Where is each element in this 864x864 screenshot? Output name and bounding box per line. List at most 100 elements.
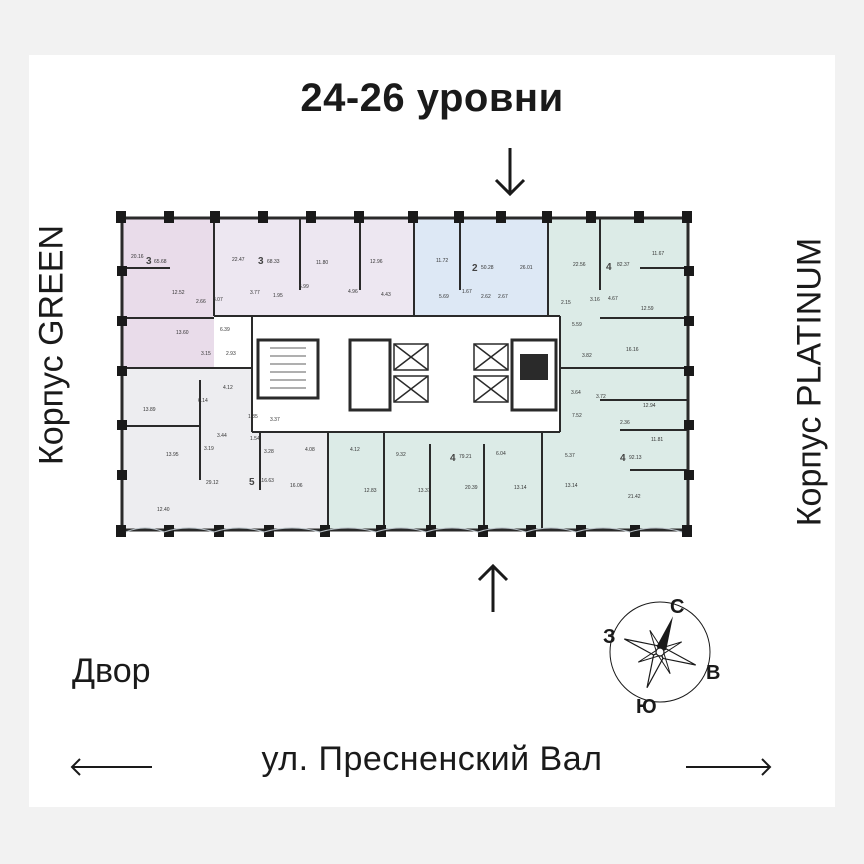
room-area: 4.67	[608, 296, 618, 302]
room-area: 1.95	[273, 293, 283, 299]
room-area: 5.37	[565, 453, 575, 459]
room-area: 13.60	[176, 330, 189, 336]
building-plan	[116, 211, 694, 537]
apt-rooms-a1: 3	[146, 256, 152, 267]
room-area: 11.67	[652, 251, 664, 257]
room-area: 4.12	[350, 447, 360, 453]
room-area: 4.12	[223, 385, 233, 391]
room-area: 13.14	[514, 485, 527, 491]
room-area: 6.39	[220, 327, 230, 333]
apt-area-a7: 92.13	[629, 455, 642, 461]
room-area: 2.93	[226, 351, 236, 357]
apt-area-a5: 116.63	[259, 478, 274, 484]
apartment-zone-a2	[214, 218, 414, 316]
elevator-shafts	[393, 343, 509, 403]
room-area: 1.67	[462, 289, 472, 295]
room-area: 13.95	[166, 452, 179, 458]
apartment-zone-a6	[328, 432, 542, 530]
bottom-arrow-icon	[477, 563, 509, 612]
apartment-zone-a1	[122, 218, 214, 368]
room-area: 12.96	[370, 259, 383, 265]
apt-area-a4: 82.37	[617, 262, 630, 268]
room-area: 4.43	[381, 292, 391, 298]
street-label: ул. Пресненский Вал	[261, 740, 603, 778]
room-area: 4.08	[305, 447, 315, 453]
room-area: 12.59	[641, 306, 654, 312]
room-area: 12.94	[643, 403, 656, 409]
apt-rooms-a4: 4	[606, 262, 612, 273]
room-area: 3.19	[204, 446, 214, 452]
room-area: 3.72	[596, 394, 606, 400]
floor-title: 24-26 уровни	[300, 76, 564, 120]
room-area: 5.69	[439, 294, 449, 300]
apt-area-a3: 50.28	[481, 265, 494, 271]
apt-rooms-a7: 4	[620, 453, 626, 464]
room-area: 6.14	[198, 398, 208, 404]
apt-rooms-a3: 2	[472, 263, 478, 274]
room-area: 11.81	[651, 437, 663, 443]
room-area: 3.64	[571, 390, 581, 396]
stair-steps	[270, 347, 306, 389]
left-street-arrow-icon	[70, 758, 152, 776]
facade-bays	[125, 527, 683, 533]
room-area: 12.40	[157, 507, 170, 513]
room-area: 3.16	[590, 297, 600, 303]
core-wall-right	[510, 338, 558, 412]
room-area: 2.62	[481, 294, 491, 300]
apartment-labels: 3 65.68 20.16 12.52 2.66 3.07 13.60 6.39…	[131, 251, 664, 513]
room-area: 2.66	[196, 299, 206, 305]
room-area: 21.42	[628, 494, 641, 500]
room-area: 9.32	[396, 452, 406, 458]
apt-area-a6: 79.21	[459, 454, 472, 460]
room-area: 3.28	[264, 449, 274, 455]
room-area: 6.04	[496, 451, 506, 457]
room-area: 5.99	[299, 284, 309, 290]
apartment-zone-a7	[542, 368, 688, 530]
core-wall-left	[348, 338, 392, 412]
apartment-zone-a3	[414, 218, 548, 316]
room-area: 5.59	[572, 322, 582, 328]
room-area: 2.15	[561, 300, 571, 306]
room-area: 3.07	[213, 297, 223, 303]
room-area: 13.14	[565, 483, 578, 489]
apartment-zone-a4	[548, 218, 688, 368]
apt-rooms-a6: 4	[450, 453, 456, 464]
room-area: 22.56	[573, 262, 586, 268]
compass-west-label: З	[603, 626, 616, 648]
room-area: 3.37	[270, 417, 280, 423]
apt-area-a2: 68.33	[267, 259, 280, 265]
yard-label: Двор	[72, 652, 151, 690]
room-area: 3.77	[250, 290, 260, 296]
room-area: 12.52	[172, 290, 185, 296]
room-area: 1.85	[248, 414, 258, 420]
compass-east-label: В	[706, 662, 721, 684]
stair-core	[256, 338, 320, 400]
room-area: 13.37	[418, 488, 431, 494]
room-area: 20.16	[131, 254, 144, 260]
room-area: 1.54	[250, 436, 260, 442]
room-area: 3.82	[582, 353, 592, 359]
compass-north-label: С	[670, 596, 685, 618]
apt-rooms-a2: 3	[258, 256, 264, 267]
room-area: 20.39	[465, 485, 478, 491]
interior-walls	[122, 218, 688, 530]
room-area: 29.12	[206, 480, 219, 486]
room-area: 2.36	[620, 420, 630, 426]
room-area: 2.67	[498, 294, 508, 300]
top-arrow-icon	[494, 148, 526, 197]
room-area: 12.83	[364, 488, 377, 494]
room-area: 13.89	[143, 407, 156, 413]
room-area: 3.15	[201, 351, 211, 357]
apt-area-a1: 65.68	[154, 259, 167, 265]
room-area: 7.52	[572, 413, 582, 419]
service-room	[520, 354, 548, 380]
compass-icon	[609, 601, 711, 703]
room-area: 11.80	[316, 260, 328, 266]
room-area: 16.16	[626, 347, 639, 353]
room-area: 26.01	[520, 265, 533, 271]
right-street-arrow-icon	[686, 758, 772, 776]
room-area: 4.96	[348, 289, 358, 295]
room-area: 16.06	[290, 483, 303, 489]
